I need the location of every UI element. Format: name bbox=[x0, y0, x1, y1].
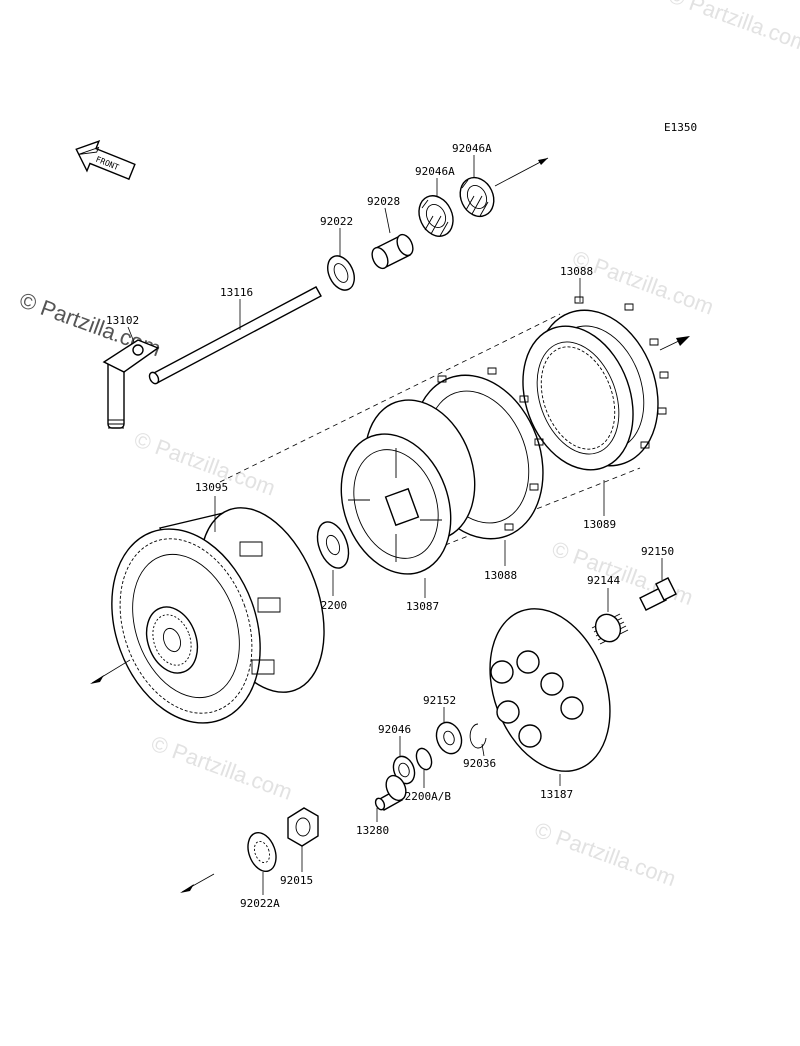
axis-arrow bbox=[494, 157, 549, 187]
steel-plate-13089 bbox=[522, 325, 634, 471]
part-label-92200AB: 92200A/B bbox=[398, 790, 451, 803]
clutch-hub-13087 bbox=[340, 399, 476, 575]
arrowhead-icon bbox=[180, 884, 194, 893]
needle-bearing-92046A-upper bbox=[459, 176, 495, 218]
release-lever-13102 bbox=[102, 339, 160, 429]
front-arrow-icon: FRONT bbox=[75, 139, 136, 181]
nut-92015 bbox=[287, 807, 319, 847]
arrowhead-icon bbox=[90, 675, 104, 684]
watermark: © Partzilla.com bbox=[531, 817, 679, 891]
alignment-line bbox=[219, 313, 561, 483]
part-label-92036: 92036 bbox=[463, 757, 496, 770]
part-label-92028: 92028 bbox=[367, 195, 400, 208]
watermark: © Partzilla.com bbox=[665, 0, 800, 57]
part-label-13088-bottom: 13088 bbox=[484, 569, 517, 582]
arrowhead-icon bbox=[538, 158, 548, 165]
leader-line bbox=[384, 207, 391, 234]
leader-line bbox=[127, 326, 135, 343]
part-label-92022: 92022 bbox=[320, 215, 353, 228]
washer-92022 bbox=[327, 255, 355, 291]
part-label-92022A: 92022A bbox=[240, 897, 280, 910]
leader-line bbox=[481, 743, 485, 757]
watermark: © Partzilla.com bbox=[148, 731, 296, 805]
lock-washer-92022A bbox=[247, 831, 277, 873]
bearing-92152 bbox=[435, 721, 463, 755]
washer-92200AB bbox=[415, 747, 433, 771]
part-label-13187: 13187 bbox=[540, 788, 573, 801]
clutch-housing-13095 bbox=[111, 507, 325, 724]
push-rod-13116 bbox=[148, 286, 322, 385]
watermark: © Partzilla.com bbox=[569, 245, 717, 319]
part-label-13102: 13102 bbox=[106, 314, 139, 327]
part-label-92015: 92015 bbox=[280, 874, 313, 887]
bolt-92150 bbox=[639, 577, 677, 611]
spring-92144 bbox=[591, 613, 629, 645]
part-label-92046A-top: 92046A bbox=[452, 142, 492, 155]
watermark: © Partzilla.com bbox=[549, 536, 697, 610]
part-label-13095: 13095 bbox=[195, 481, 228, 494]
part-label-13280: 13280 bbox=[356, 824, 389, 837]
pusher-13280 bbox=[374, 774, 407, 811]
pressure-plate-13187 bbox=[489, 608, 611, 772]
part-label-13089: 13089 bbox=[583, 518, 616, 531]
part-label-92046: 92046 bbox=[378, 723, 411, 736]
part-label-13087: 13087 bbox=[406, 600, 439, 613]
arrowhead-icon bbox=[676, 336, 690, 346]
part-label-92144: 92144 bbox=[587, 574, 620, 587]
part-label-92152: 92152 bbox=[423, 694, 456, 707]
circlip-92036 bbox=[469, 723, 487, 749]
needle-bearing-92046A-lower bbox=[418, 195, 454, 237]
part-label-92046A-mid: 92046A bbox=[415, 165, 455, 178]
sleeve-92028 bbox=[371, 233, 414, 270]
part-label-92150: 92150 bbox=[641, 545, 674, 558]
part-label-13116: 13116 bbox=[220, 286, 253, 299]
part-label-13088-top: 13088 bbox=[560, 265, 593, 278]
diagram-code: E1350 bbox=[664, 121, 697, 134]
washer-92200 bbox=[316, 521, 350, 569]
